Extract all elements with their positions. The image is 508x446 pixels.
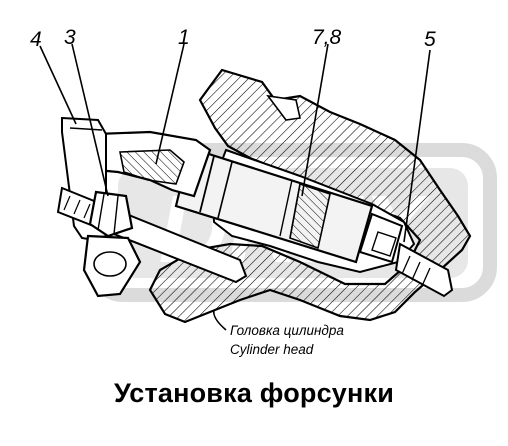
fuel-pipe: [394, 242, 454, 298]
leader-lines: [39, 43, 431, 331]
callout-3: 3: [64, 26, 76, 49]
callout-7-8: 7,8: [312, 26, 342, 49]
annotation-ru: Головка цилиндра: [230, 323, 344, 338]
injector-body: [174, 146, 404, 264]
callout-4: 4: [30, 28, 42, 51]
clamp-nut: [82, 190, 142, 298]
annotation-en: Cylinder head: [230, 342, 314, 357]
callout-1: 1: [178, 26, 190, 49]
callout-5: 5: [424, 28, 436, 51]
figure-caption: Установка форсунки: [113, 378, 395, 408]
